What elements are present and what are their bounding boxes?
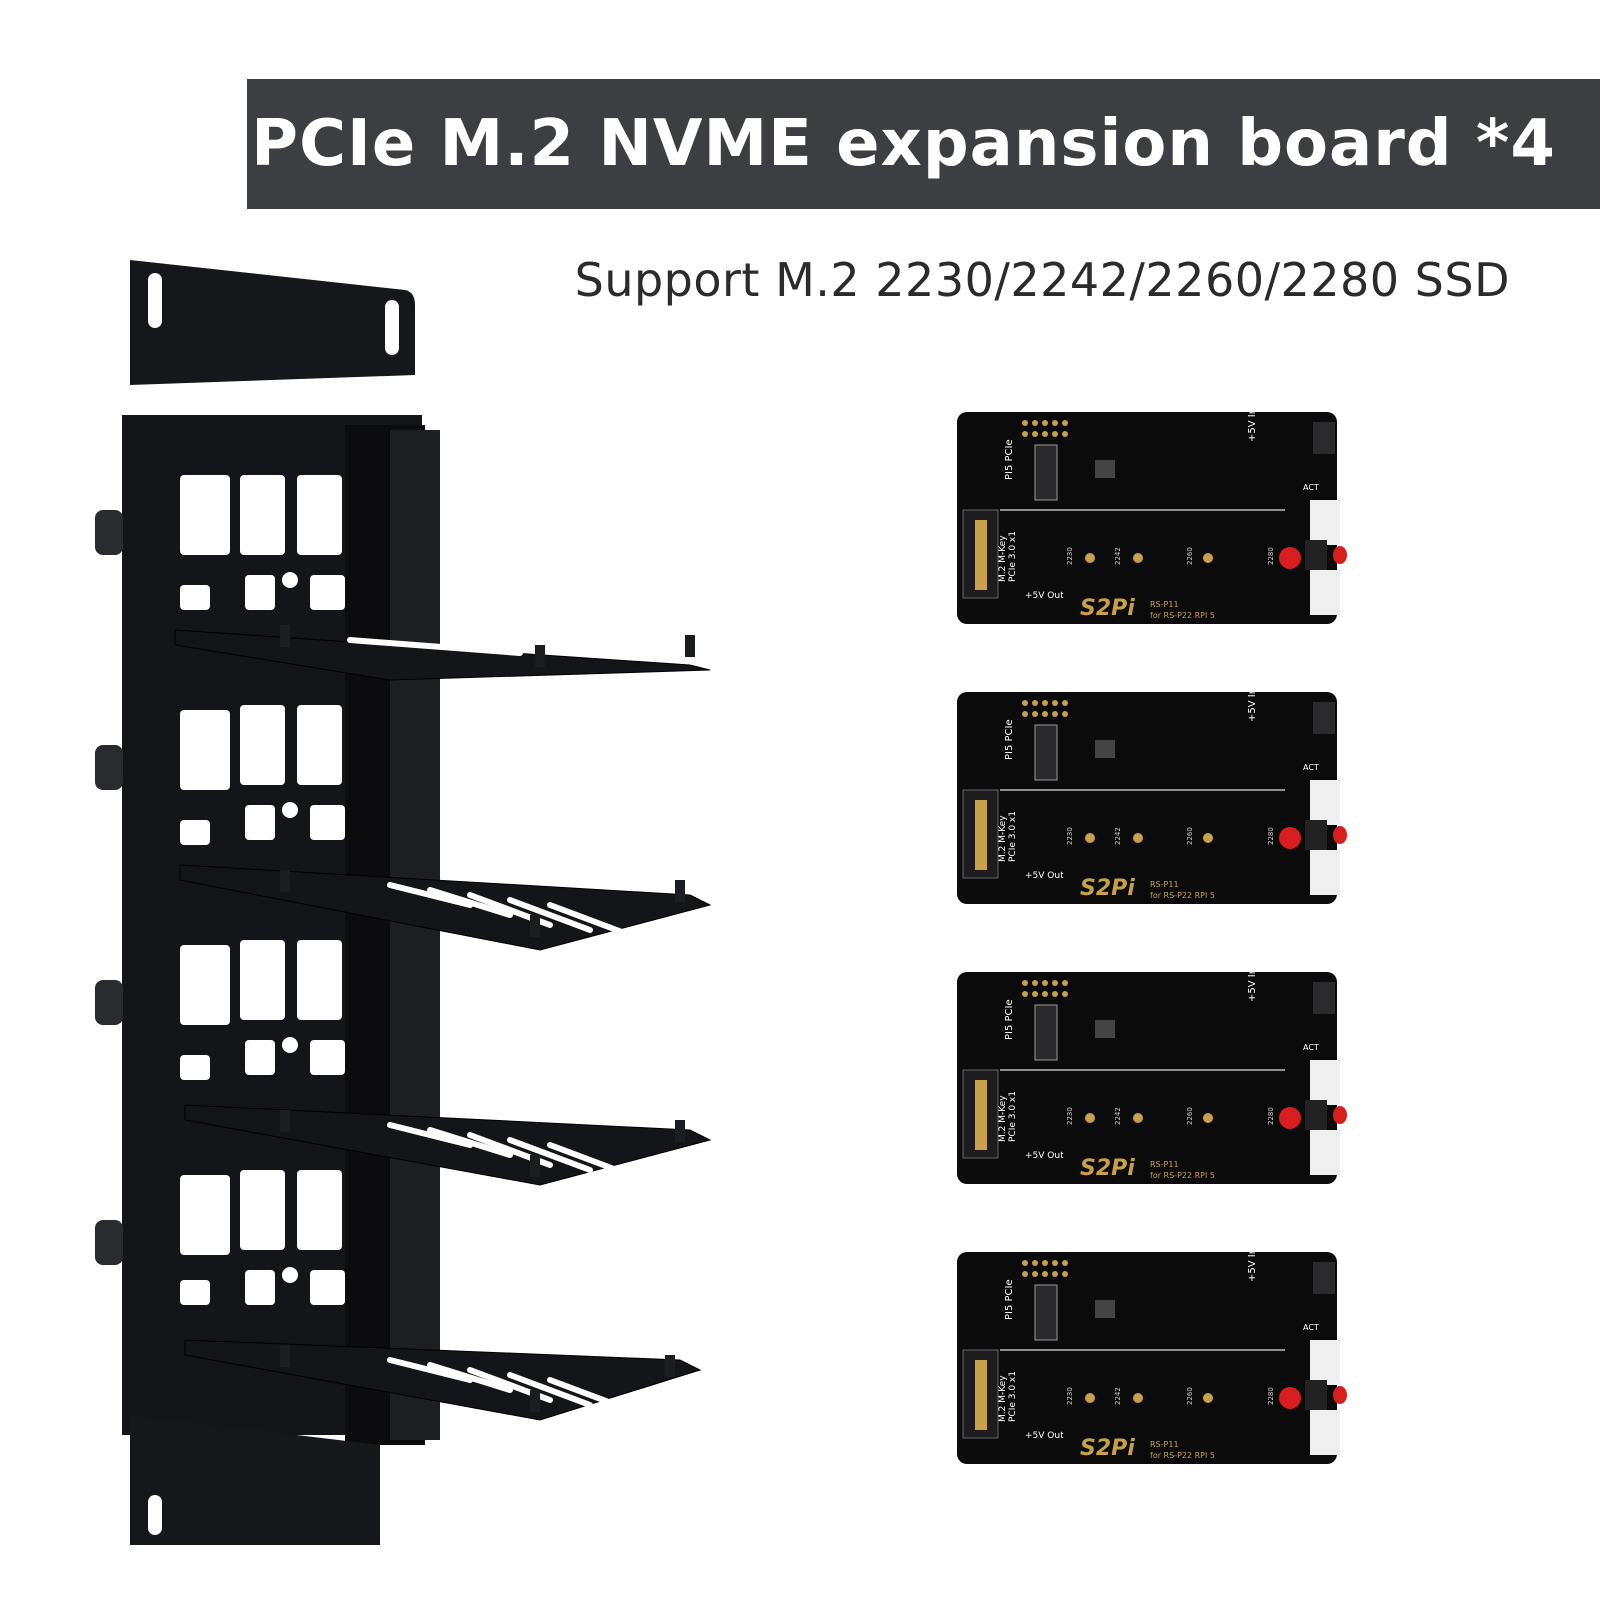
slot-sub-label: PCIe 3.0 x1 bbox=[1008, 811, 1018, 862]
act-label: ACT bbox=[1303, 763, 1319, 772]
size-2260: 2260 bbox=[1186, 1107, 1194, 1125]
slot-sub-label: PCIe 3.0 x1 bbox=[1008, 531, 1018, 582]
size-2242: 2242 bbox=[1114, 827, 1122, 845]
size-2230: 2230 bbox=[1066, 547, 1074, 565]
brand-logo: S2Pi bbox=[1080, 596, 1135, 621]
expansion-boards: +5V In ACT PI5 PCIe M.2 M-Key PCIe 3.0 x… bbox=[955, 408, 1355, 1480]
slot-label: M.2 M-Key bbox=[998, 535, 1008, 582]
size-2230: 2230 bbox=[1066, 1387, 1074, 1405]
board-4: +5V In ACT PI5 PCIe M.2 M-Key PCIe 3.0 x… bbox=[955, 1248, 1355, 1470]
board-1: +5V In ACT PI5 PCIe M.2 M-Key PCIe 3.0 x… bbox=[955, 408, 1355, 630]
board-3: +5V In ACT PI5 PCIe M.2 M-Key PCIe 3.0 x… bbox=[955, 968, 1355, 1190]
brand-logo: S2Pi bbox=[1080, 1156, 1135, 1181]
act-label: ACT bbox=[1303, 483, 1319, 492]
size-2260: 2260 bbox=[1186, 547, 1194, 565]
size-2260: 2260 bbox=[1186, 1387, 1194, 1405]
page-subtitle: Support M.2 2230/2242/2260/2280 SSD bbox=[574, 253, 1510, 307]
size-2280: 2280 bbox=[1267, 547, 1275, 565]
power-in-label: +5V In bbox=[1247, 970, 1258, 1002]
compat-label: for RS-P22 RPI 5 bbox=[1150, 891, 1215, 900]
slot-sub-label: PCIe 3.0 x1 bbox=[1008, 1091, 1018, 1142]
size-2230: 2230 bbox=[1066, 1107, 1074, 1125]
power-out-label: +5V Out bbox=[1025, 591, 1064, 601]
size-2242: 2242 bbox=[1114, 547, 1122, 565]
pcie-label: PI5 PCIe bbox=[1004, 439, 1015, 480]
model-label: RS-P11 bbox=[1150, 1160, 1179, 1169]
pcie-label: PI5 PCIe bbox=[1004, 719, 1015, 760]
size-2280: 2280 bbox=[1267, 827, 1275, 845]
compat-label: for RS-P22 RPI 5 bbox=[1150, 1451, 1215, 1460]
act-label: ACT bbox=[1303, 1043, 1319, 1052]
pcie-label: PI5 PCIe bbox=[1004, 1279, 1015, 1320]
size-2260: 2260 bbox=[1186, 827, 1194, 845]
model-label: RS-P11 bbox=[1150, 880, 1179, 889]
compat-label: for RS-P22 RPI 5 bbox=[1150, 1171, 1215, 1180]
slot-label: M.2 M-Key bbox=[998, 1375, 1008, 1422]
size-2280: 2280 bbox=[1267, 1107, 1275, 1125]
model-label: RS-P11 bbox=[1150, 600, 1179, 609]
compat-label: for RS-P22 RPI 5 bbox=[1150, 611, 1215, 620]
power-out-label: +5V Out bbox=[1025, 871, 1064, 881]
brand-logo: S2Pi bbox=[1080, 1436, 1135, 1461]
page-title: PCIe M.2 NVME expansion board *4 bbox=[251, 107, 1556, 181]
size-2242: 2242 bbox=[1114, 1387, 1122, 1405]
pcie-label: PI5 PCIe bbox=[1004, 999, 1015, 1040]
size-2280: 2280 bbox=[1267, 1387, 1275, 1405]
size-2230: 2230 bbox=[1066, 827, 1074, 845]
board-2: +5V In ACT PI5 PCIe M.2 M-Key PCIe 3.0 x… bbox=[955, 688, 1355, 910]
slot-label: M.2 M-Key bbox=[998, 815, 1008, 862]
act-label: ACT bbox=[1303, 1323, 1319, 1332]
power-out-label: +5V Out bbox=[1025, 1431, 1064, 1441]
size-2242: 2242 bbox=[1114, 1107, 1122, 1125]
slot-sub-label: PCIe 3.0 x1 bbox=[1008, 1371, 1018, 1422]
brand-logo: S2Pi bbox=[1080, 876, 1135, 901]
rack-bracket-illustration bbox=[95, 260, 712, 1545]
model-label: RS-P11 bbox=[1150, 1440, 1179, 1449]
title-banner: PCIe M.2 NVME expansion board *4 bbox=[247, 79, 1600, 209]
power-out-label: +5V Out bbox=[1025, 1151, 1064, 1161]
power-in-label: +5V In bbox=[1247, 690, 1258, 722]
power-in-label: +5V In bbox=[1247, 410, 1258, 442]
slot-label: M.2 M-Key bbox=[998, 1095, 1008, 1142]
power-in-label: +5V In bbox=[1247, 1250, 1258, 1282]
